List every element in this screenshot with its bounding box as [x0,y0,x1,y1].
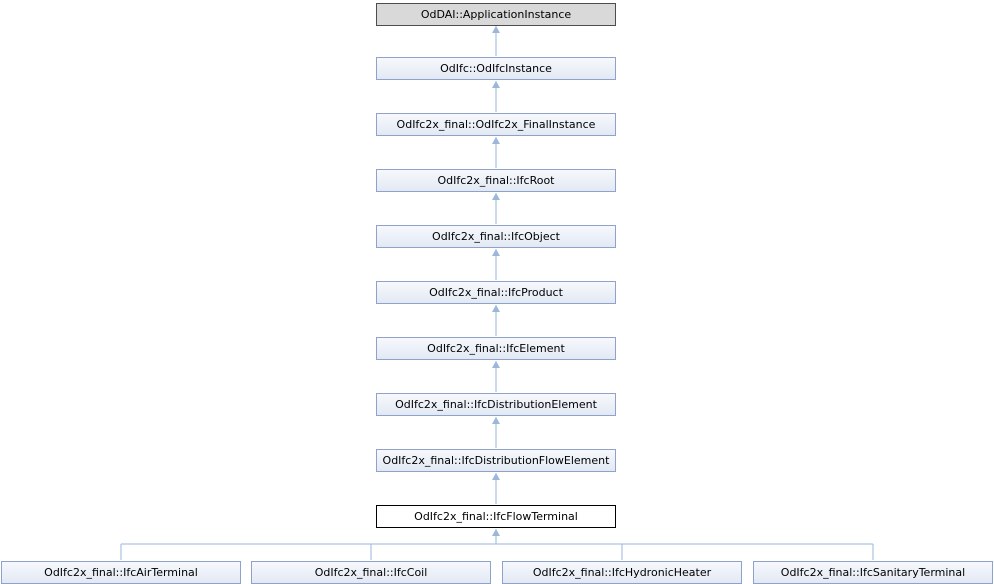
node-ifcroot[interactable]: OdIfc2x_final::IfcRoot [376,169,616,192]
node-ifcdistributionflowelement[interactable]: OdIfc2x_final::IfcDistributionFlowElemen… [376,449,616,472]
node-ifcproduct[interactable]: OdIfc2x_final::IfcProduct [376,281,616,304]
node-ifchydronicheater[interactable]: OdIfc2x_final::IfcHydronicHeater [502,561,742,584]
node-odifcinstance[interactable]: OdIfc::OdIfcInstance [376,57,616,80]
node-finalinstance[interactable]: OdIfc2x_final::OdIfc2x_FinalInstance [376,113,616,136]
node-ifcsanitaryterminal[interactable]: OdIfc2x_final::IfcSanitaryTerminal [753,561,993,584]
node-ifcobject[interactable]: OdIfc2x_final::IfcObject [376,225,616,248]
node-ifcelement[interactable]: OdIfc2x_final::IfcElement [376,337,616,360]
node-ifcdistributionelement[interactable]: OdIfc2x_final::IfcDistributionElement [376,393,616,416]
node-ifcairterminal[interactable]: OdIfc2x_final::IfcAirTerminal [1,561,241,584]
node-ifccoil[interactable]: OdIfc2x_final::IfcCoil [251,561,491,584]
node-applicationinstance: OdDAI::ApplicationInstance [376,3,616,26]
node-ifcflowterminal: OdIfc2x_final::IfcFlowTerminal [376,505,616,528]
